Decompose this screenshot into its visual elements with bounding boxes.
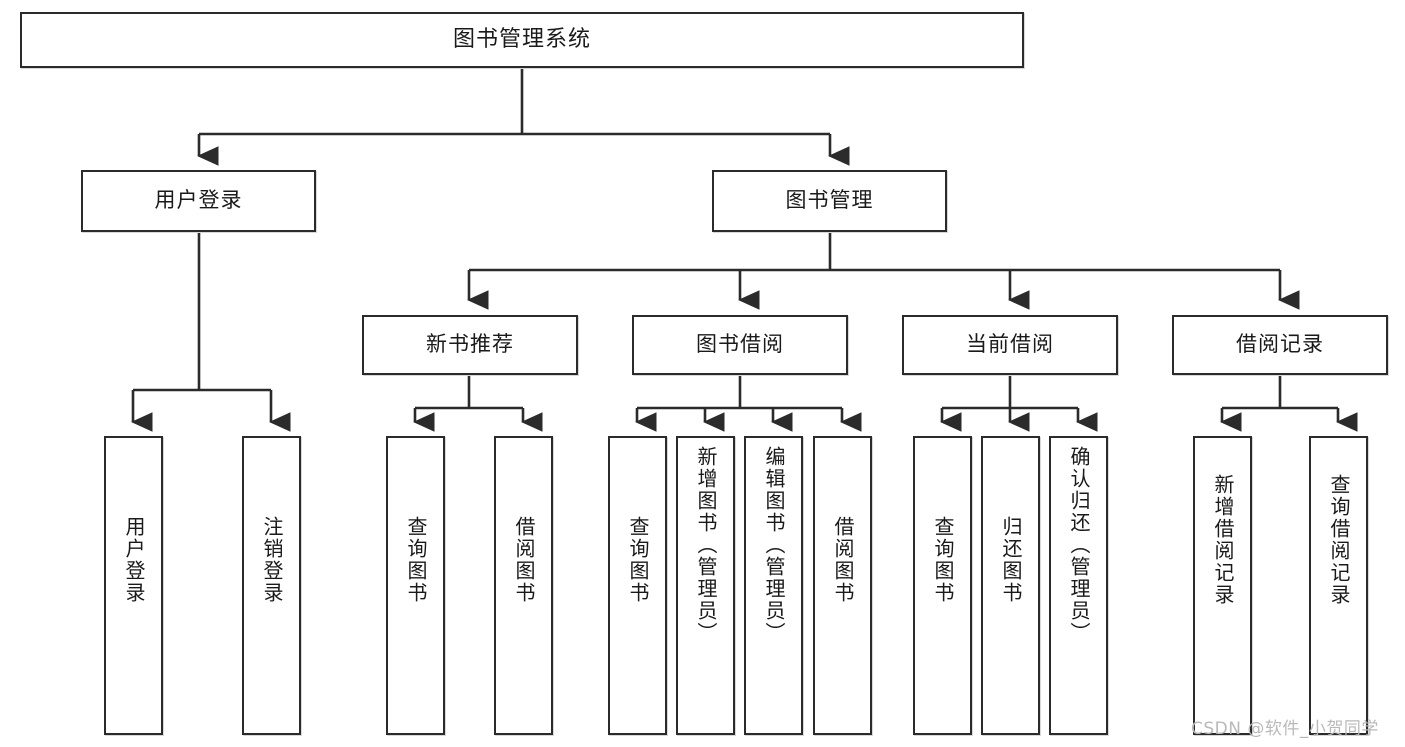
- node-book-borrowing[interactable]: 图书借阅: [632, 315, 848, 375]
- leaf-user-login[interactable]: 用户登录: [104, 436, 163, 735]
- node-label: 用户登录: [154, 188, 243, 213]
- leaf-confirm-return-admin[interactable]: 确认归还（管理员）: [1049, 436, 1108, 735]
- node-root-book-management-system[interactable]: 图书管理系统: [20, 12, 1024, 68]
- node-label: 图书借阅: [696, 332, 784, 357]
- node-current-borrowing[interactable]: 当前借阅: [902, 315, 1118, 375]
- node-label: 图书管理: [785, 188, 874, 213]
- node-new-book-recommendation[interactable]: 新书推荐: [362, 315, 578, 375]
- node-label: 注销登录: [260, 516, 284, 604]
- node-label: 查询图书: [626, 516, 650, 604]
- node-label: 编辑图书（管理员）: [762, 446, 786, 644]
- node-user-login[interactable]: 用户登录: [81, 170, 316, 232]
- node-label: 查询图书: [404, 516, 428, 604]
- node-label: 借阅记录: [1236, 332, 1324, 357]
- leaf-query-book-from-borrowing[interactable]: 查询图书: [608, 436, 667, 735]
- node-label: 当前借阅: [966, 332, 1054, 357]
- leaf-edit-book-admin[interactable]: 编辑图书（管理员）: [744, 436, 803, 735]
- node-borrowing-record[interactable]: 借阅记录: [1172, 315, 1388, 375]
- leaf-query-book-from-current[interactable]: 查询图书: [913, 436, 972, 735]
- leaf-borrow-book-from-borrowing[interactable]: 借阅图书: [813, 436, 872, 735]
- leaf-return-book[interactable]: 归还图书: [981, 436, 1040, 735]
- node-label: 图书管理系统: [452, 26, 591, 52]
- node-label: 用户登录: [122, 516, 146, 604]
- node-book-management[interactable]: 图书管理: [712, 170, 947, 232]
- node-label: 归还图书: [999, 516, 1023, 604]
- node-label: 借阅图书: [831, 516, 855, 604]
- node-label: 查询图书: [931, 516, 955, 604]
- leaf-query-book-from-recommendation[interactable]: 查询图书: [386, 436, 445, 735]
- leaf-add-book-admin[interactable]: 新增图书（管理员）: [676, 436, 735, 735]
- node-label: 确认归还（管理员）: [1067, 446, 1091, 644]
- node-label: 新增图书（管理员）: [694, 446, 718, 644]
- leaf-borrow-book-from-recommendation[interactable]: 借阅图书: [494, 436, 553, 735]
- leaf-query-borrow-record[interactable]: 查询借阅记录: [1309, 436, 1368, 735]
- leaf-user-logout[interactable]: 注销登录: [242, 436, 301, 735]
- csdn-watermark: CSDN @软件_小贺同学: [1191, 719, 1379, 739]
- node-label: 借阅图书: [512, 516, 536, 604]
- leaf-add-borrow-record[interactable]: 新增借阅记录: [1193, 436, 1252, 735]
- node-label: 查询借阅记录: [1327, 474, 1351, 606]
- node-label: 新增借阅记录: [1211, 474, 1235, 606]
- node-label: 新书推荐: [426, 332, 514, 357]
